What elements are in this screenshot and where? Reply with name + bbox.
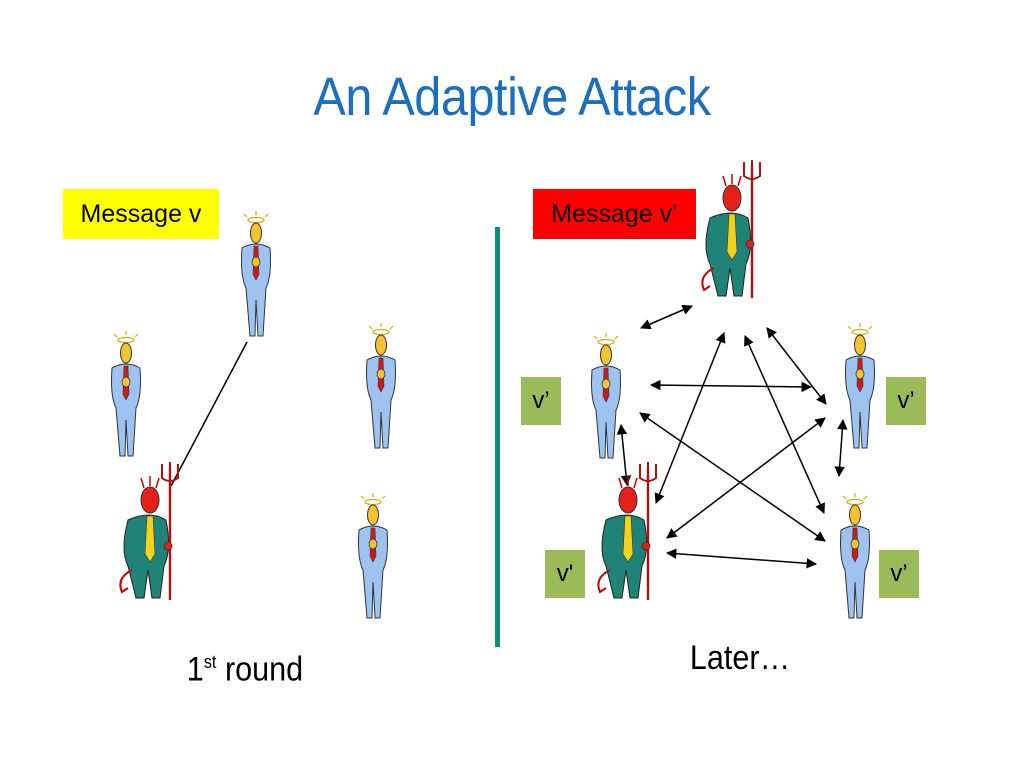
devil-icon	[119, 462, 179, 600]
angel-icon	[845, 323, 875, 449]
arrow-top-to-right	[766, 327, 827, 405]
later-caption: Later…	[689, 639, 791, 677]
arrow-bottomleft-to-bottomright	[665, 548, 818, 569]
arrow-right-to-bottomright	[834, 418, 848, 478]
devil-icon	[597, 462, 657, 600]
angel-icon	[840, 493, 870, 619]
value-tag-bottom-left: v'	[545, 550, 585, 598]
value-tag-bottom-right: v’	[879, 550, 919, 598]
devil-icon	[701, 160, 761, 298]
arrow-right-to-bottomleft	[666, 417, 826, 539]
arrow-left-to-bottomleft	[616, 423, 632, 487]
caption-number: 1	[186, 650, 204, 689]
angel-icon	[111, 331, 141, 457]
caption-superscript: st	[203, 652, 217, 672]
value-tag-left: v’	[521, 377, 561, 425]
message-arrows	[616, 304, 848, 569]
arrow-top-to-bottomright	[744, 335, 825, 514]
value-tag-right: v’	[886, 377, 926, 425]
round-caption: 1st round	[160, 642, 331, 689]
message-line	[170, 341, 248, 487]
byzantine-nodes	[119, 160, 761, 600]
arrow-top-to-left	[640, 304, 693, 330]
message-v-prime-label: Message v’	[533, 189, 696, 239]
angel-icon	[241, 211, 271, 337]
arrow-left-to-right	[649, 379, 813, 393]
slide-title: An Adaptive Attack	[313, 67, 711, 127]
message-v-label: Message v	[63, 189, 219, 239]
arrow-left-to-bottomright	[639, 412, 826, 542]
angel-icon	[591, 333, 621, 459]
panel-divider	[495, 227, 500, 647]
caption-word: round	[216, 650, 304, 689]
angel-icon	[366, 323, 396, 449]
arrow-top-to-bottomleft	[654, 332, 726, 504]
honest-nodes	[111, 211, 875, 619]
angel-icon	[358, 493, 388, 619]
